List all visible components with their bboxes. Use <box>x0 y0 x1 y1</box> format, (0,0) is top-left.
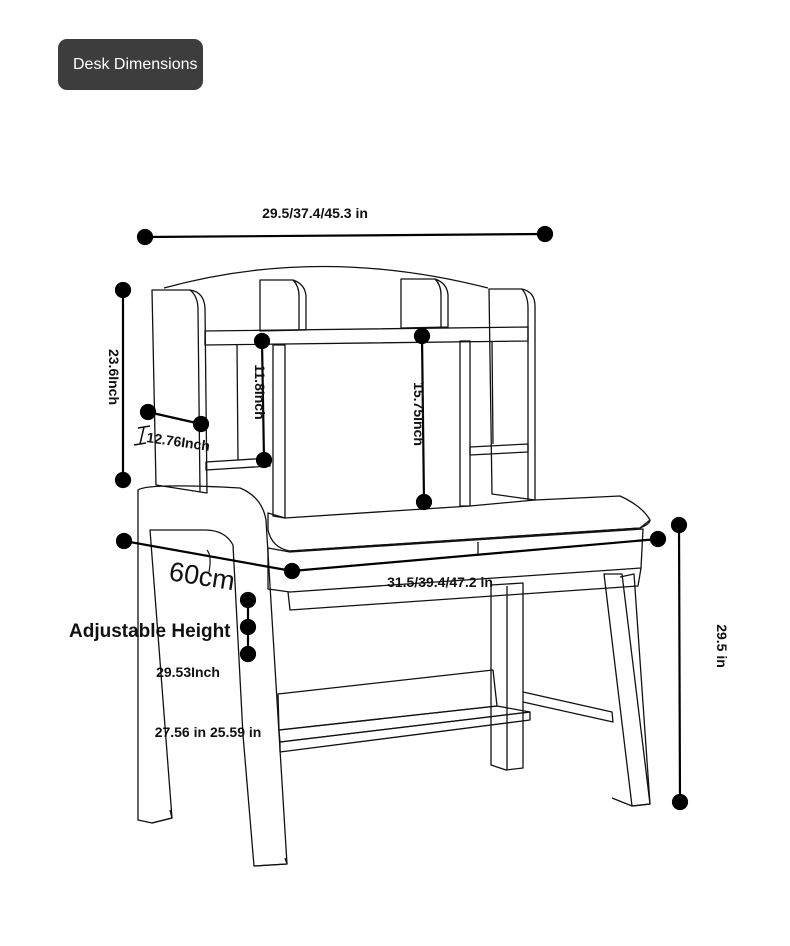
adjustable-height-value-2: 27.56 in 25.59 in <box>155 724 262 740</box>
left-side-panel <box>137 485 288 867</box>
hutch-left-divider <box>272 344 286 519</box>
adjustable-height-value-1: 29.53Inch <box>156 664 220 680</box>
shelf-height-label: 11.8Inch <box>252 364 268 419</box>
hutch <box>151 265 536 519</box>
hutch-arch <box>163 265 489 289</box>
desktop <box>267 495 651 552</box>
adjustable-height-label: Adjustable Height <box>69 621 231 642</box>
title-badge: Desk Dimensions <box>58 39 203 90</box>
top-width-label: 29.5/37.4/45.3 in <box>262 205 368 221</box>
hutch-height-label: 23.6Inch <box>106 349 122 405</box>
desk-width-label: 31.5/39.4/47.2 in <box>387 574 493 590</box>
desk-height-label: 29.5 in <box>714 624 730 668</box>
depth-cm-label: 60cm <box>167 556 237 596</box>
hutch-right-divider <box>459 340 471 507</box>
center-height-label: 15.75Inch <box>411 382 427 446</box>
hutch-top-shelf <box>204 326 529 346</box>
lower-shelf-back <box>277 669 498 731</box>
dimension-lines <box>114 225 689 811</box>
